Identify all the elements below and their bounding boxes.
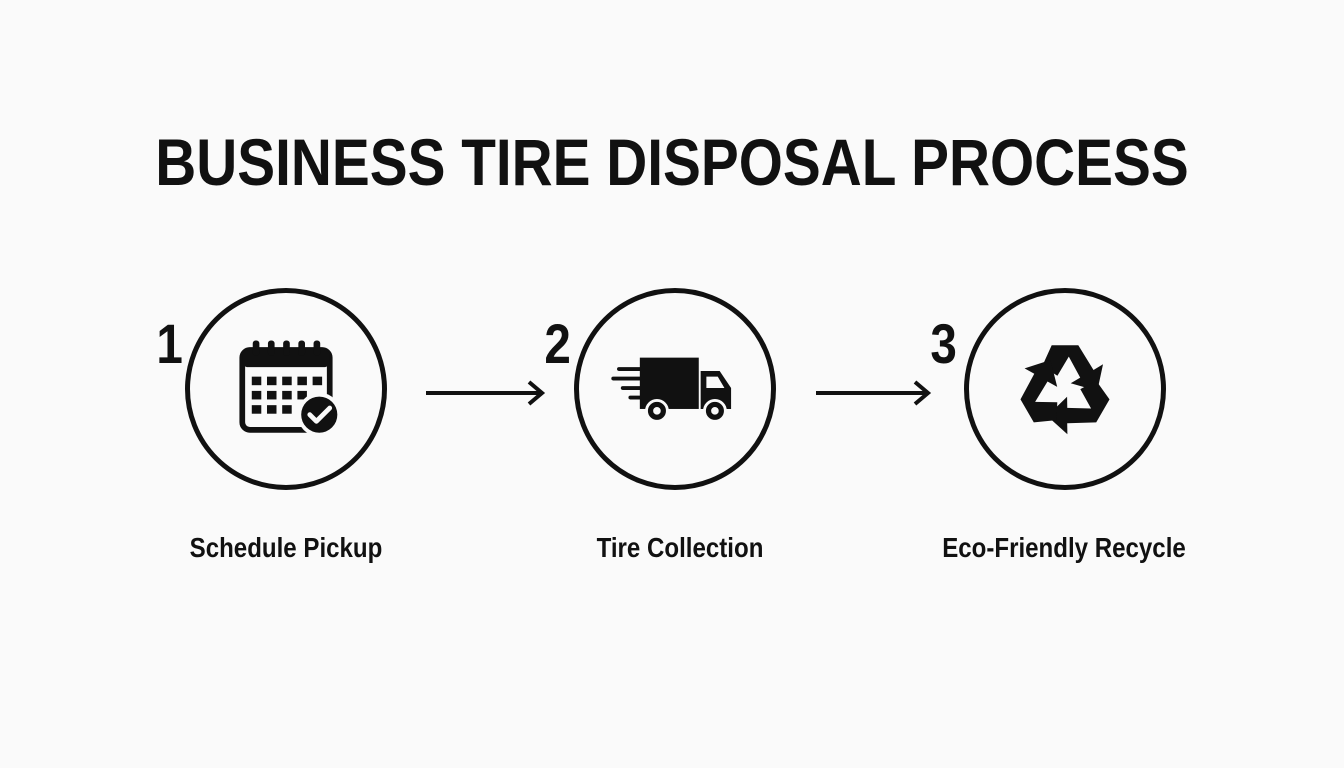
recycle-icon [1020, 345, 1110, 435]
arrow-right-icon [816, 380, 932, 406]
page-title: BUSINESS TIRE DISPOSAL PROCESS [155, 125, 1189, 199]
delivery-truck-icon [611, 357, 732, 423]
step-1-circle [185, 288, 387, 490]
step-3-label: Eco-Friendly Recycle [942, 532, 1186, 563]
step-1-label: Schedule Pickup [189, 532, 383, 563]
step-3-number: 3 [930, 312, 957, 375]
step-2-label: Tire Collection [596, 532, 764, 563]
step-1-number: 1 [156, 312, 183, 375]
step-2-number: 2 [544, 312, 571, 375]
arrow-right-icon [426, 380, 546, 406]
calendar-check-icon [239, 340, 342, 437]
step-2-circle [574, 288, 776, 490]
step-3-circle [964, 288, 1166, 490]
